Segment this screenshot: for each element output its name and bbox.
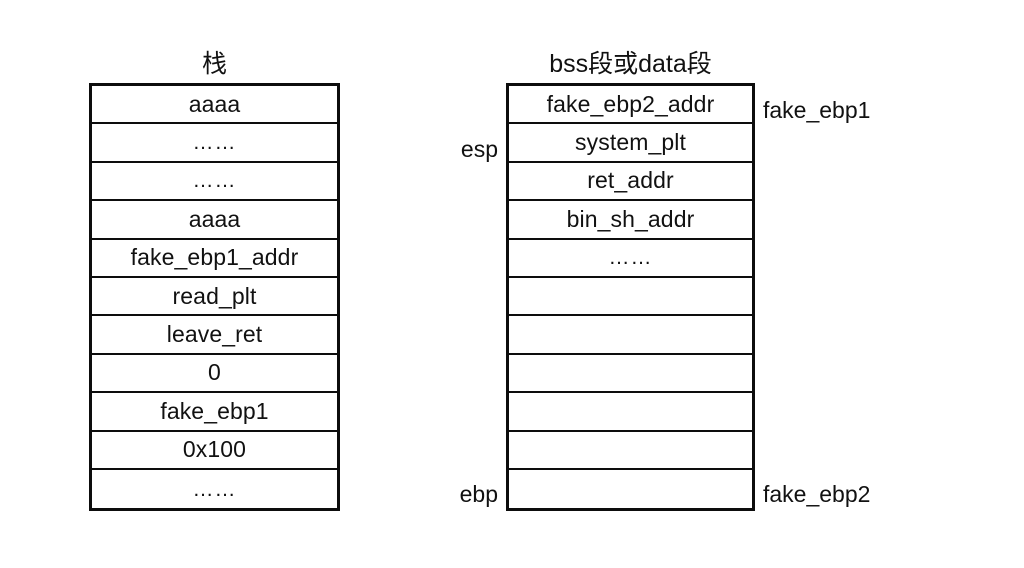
- bss-memory-table: fake_ebp2_addr system_plt ret_addr bin_s…: [506, 83, 755, 512]
- stack-cell-6: leave_ret: [166, 321, 263, 348]
- stack-cell-4: fake_ebp1_addr: [130, 244, 299, 271]
- table-row: read_plt: [92, 277, 337, 317]
- bss-cell-2: ret_addr: [587, 167, 674, 194]
- table-row: aaaa: [92, 201, 337, 240]
- ebp-pointer-label: ebp: [459, 481, 498, 507]
- stack-cell-3: aaaa: [188, 205, 241, 232]
- bss-cell-1: system_plt: [575, 129, 686, 156]
- stack-cell-1: ……: [192, 131, 237, 155]
- table-row: bin_sh_addr: [509, 201, 752, 240]
- bss-table-title: bss段或data段: [549, 50, 712, 78]
- table-row: fake_ebp2_addr: [509, 86, 752, 125]
- bss-cell-3: bin_sh_addr: [566, 205, 695, 232]
- stack-memory-table: aaaa …… …… aaaa fake_ebp1_addr read_plt …: [89, 83, 340, 512]
- stack-cell-7: 0: [208, 359, 221, 386]
- bss-cell-0: fake_ebp2_addr: [546, 90, 715, 117]
- stack-cell-8: fake_ebp1: [160, 397, 269, 424]
- bss-cell-4: ……: [608, 246, 653, 270]
- table-row: [509, 316, 752, 355]
- table-row: ……: [92, 162, 337, 202]
- table-row: [509, 469, 752, 509]
- stack-cell-5: read_plt: [172, 282, 257, 309]
- fake-ebp1-label: fake_ebp1: [763, 97, 871, 123]
- stack-cell-10: ……: [192, 477, 237, 501]
- stack-cell-9: 0x100: [182, 436, 247, 463]
- esp-pointer-label: esp: [460, 136, 498, 162]
- fake-ebp2-label: fake_ebp2: [763, 481, 871, 507]
- table-row: [509, 431, 752, 470]
- table-row: fake_ebp1_addr: [92, 239, 337, 278]
- table-row: aaaa: [92, 86, 337, 125]
- table-row: ……: [509, 239, 752, 278]
- stack-memory-block: 栈 aaaa …… …… aaaa fake_ebp1_addr read_pl…: [89, 49, 340, 512]
- stack-cell-2: ……: [192, 169, 237, 193]
- table-row: ……: [92, 469, 337, 509]
- table-row: ret_addr: [509, 162, 752, 202]
- table-row: 0: [92, 354, 337, 394]
- table-row: leave_ret: [92, 316, 337, 355]
- table-row: ……: [92, 124, 337, 163]
- table-row: [509, 354, 752, 394]
- table-row: [509, 393, 752, 432]
- table-row: [509, 277, 752, 317]
- bss-memory-block: bss段或data段 fake_ebp2_addr system_plt ret…: [506, 49, 755, 512]
- table-row: fake_ebp1: [92, 393, 337, 432]
- table-row: 0x100: [92, 431, 337, 470]
- stack-cell-0: aaaa: [188, 90, 241, 117]
- table-row: system_plt: [509, 124, 752, 163]
- stack-table-title: 栈: [201, 50, 227, 78]
